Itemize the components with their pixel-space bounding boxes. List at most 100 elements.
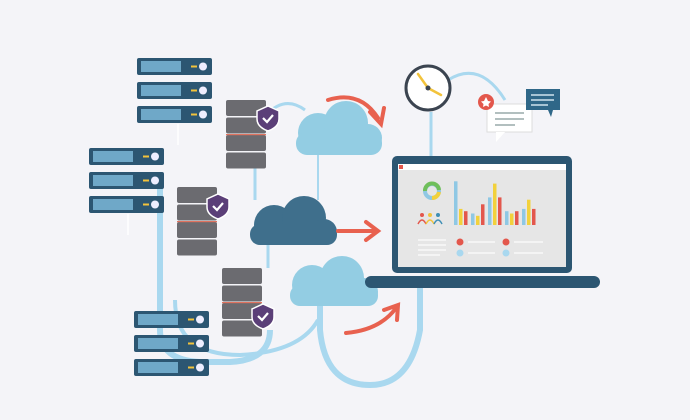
- chart-bar: [493, 183, 497, 225]
- bar-chart: [454, 181, 536, 225]
- tower-server: [222, 268, 275, 337]
- power-button-icon: [151, 176, 159, 185]
- rack-server: [134, 335, 209, 352]
- tower-stripe: [226, 134, 266, 136]
- arrow-top: [326, 95, 380, 120]
- cloud-middle: [250, 196, 337, 245]
- check-red-icon: [502, 238, 510, 246]
- tower-server: [226, 100, 280, 169]
- rack-servers: [89, 58, 212, 376]
- tower-unit: [226, 152, 266, 169]
- rack-grill: [93, 151, 133, 162]
- tower-unit: [177, 222, 217, 238]
- chart-bar: [476, 215, 480, 225]
- chart-bar: [481, 204, 485, 225]
- tower-unit: [226, 135, 266, 151]
- chat-bubbles-icon: [478, 89, 560, 142]
- cable: [447, 71, 507, 101]
- rack-grill: [138, 338, 178, 349]
- led-icon: [191, 113, 197, 116]
- laptop: [365, 156, 600, 288]
- led-icon: [143, 155, 149, 158]
- chart-bar: [515, 211, 519, 225]
- tower-unit: [222, 320, 262, 337]
- cable: [317, 285, 423, 389]
- security-shield-icon: [256, 105, 280, 132]
- rack-server: [89, 196, 164, 213]
- security-shield-icon: [251, 303, 275, 330]
- checkmark-icon: [262, 114, 274, 124]
- laptop-base: [365, 276, 600, 288]
- arrow-bottom: [344, 306, 398, 335]
- rack-grill: [138, 314, 178, 325]
- tower-unit: [222, 268, 262, 284]
- tower-unit: [226, 117, 266, 134]
- tower-unit: [226, 100, 266, 116]
- rack-server: [89, 172, 164, 189]
- rack-server: [137, 106, 212, 123]
- rack-grill: [93, 175, 133, 186]
- chart-bar: [464, 211, 468, 225]
- led-icon: [188, 366, 194, 369]
- rack-grill: [141, 109, 181, 120]
- rack-server: [89, 148, 164, 165]
- tower-stripe: [177, 221, 217, 223]
- security-shield-icon: [206, 193, 230, 220]
- cloud-top: [296, 101, 382, 155]
- users-icon: [417, 213, 443, 225]
- rack-server: [134, 311, 209, 328]
- arrow-head-icon: [382, 302, 401, 322]
- chart-bar: [532, 208, 536, 225]
- rack-grill: [138, 362, 178, 373]
- clock-icon: [404, 64, 452, 112]
- arrow-head-icon: [368, 106, 386, 129]
- chart-bar: [498, 197, 502, 225]
- shield: [206, 193, 230, 220]
- power-button-icon: [199, 62, 207, 71]
- window-close-icon: [399, 165, 403, 169]
- chart-bar: [471, 213, 475, 225]
- rack-grill: [93, 199, 133, 210]
- arrows: [326, 95, 401, 335]
- power-button-icon: [151, 152, 159, 161]
- rack-server: [134, 359, 209, 376]
- chart-bar: [527, 199, 531, 225]
- check-blue-icon: [502, 249, 510, 257]
- chart-bar: [510, 213, 514, 225]
- tower-unit: [177, 239, 217, 256]
- rack-server: [137, 82, 212, 99]
- power-button-icon: [196, 315, 204, 324]
- led-icon: [191, 89, 197, 92]
- donut-chart-icon: [423, 181, 441, 201]
- cloud-bottom: [290, 256, 378, 306]
- power-button-icon: [196, 363, 204, 372]
- checkmark-icon: [257, 312, 269, 322]
- chart-bar: [459, 208, 463, 225]
- shield: [251, 303, 275, 330]
- chart-bar: [454, 181, 458, 225]
- check-blue-icon: [456, 249, 464, 257]
- power-button-icon: [199, 110, 207, 119]
- rack-grill: [141, 85, 181, 96]
- tower-unit: [222, 285, 262, 302]
- power-button-icon: [199, 86, 207, 95]
- checkmark-icon: [212, 202, 224, 212]
- led-icon: [188, 318, 194, 321]
- led-icon: [143, 179, 149, 182]
- shield: [256, 105, 280, 132]
- power-button-icon: [196, 339, 204, 348]
- tower-stripe: [222, 302, 262, 304]
- chart-bar: [522, 208, 526, 225]
- chart-bar: [488, 197, 492, 225]
- led-icon: [191, 65, 197, 68]
- screen-list: [418, 238, 543, 257]
- rack-grill: [141, 61, 181, 72]
- power-button-icon: [151, 200, 159, 209]
- led-icon: [143, 203, 149, 206]
- rack-server: [137, 58, 212, 75]
- chart-bar: [505, 211, 509, 225]
- check-red-icon: [456, 238, 464, 246]
- led-icon: [188, 342, 194, 345]
